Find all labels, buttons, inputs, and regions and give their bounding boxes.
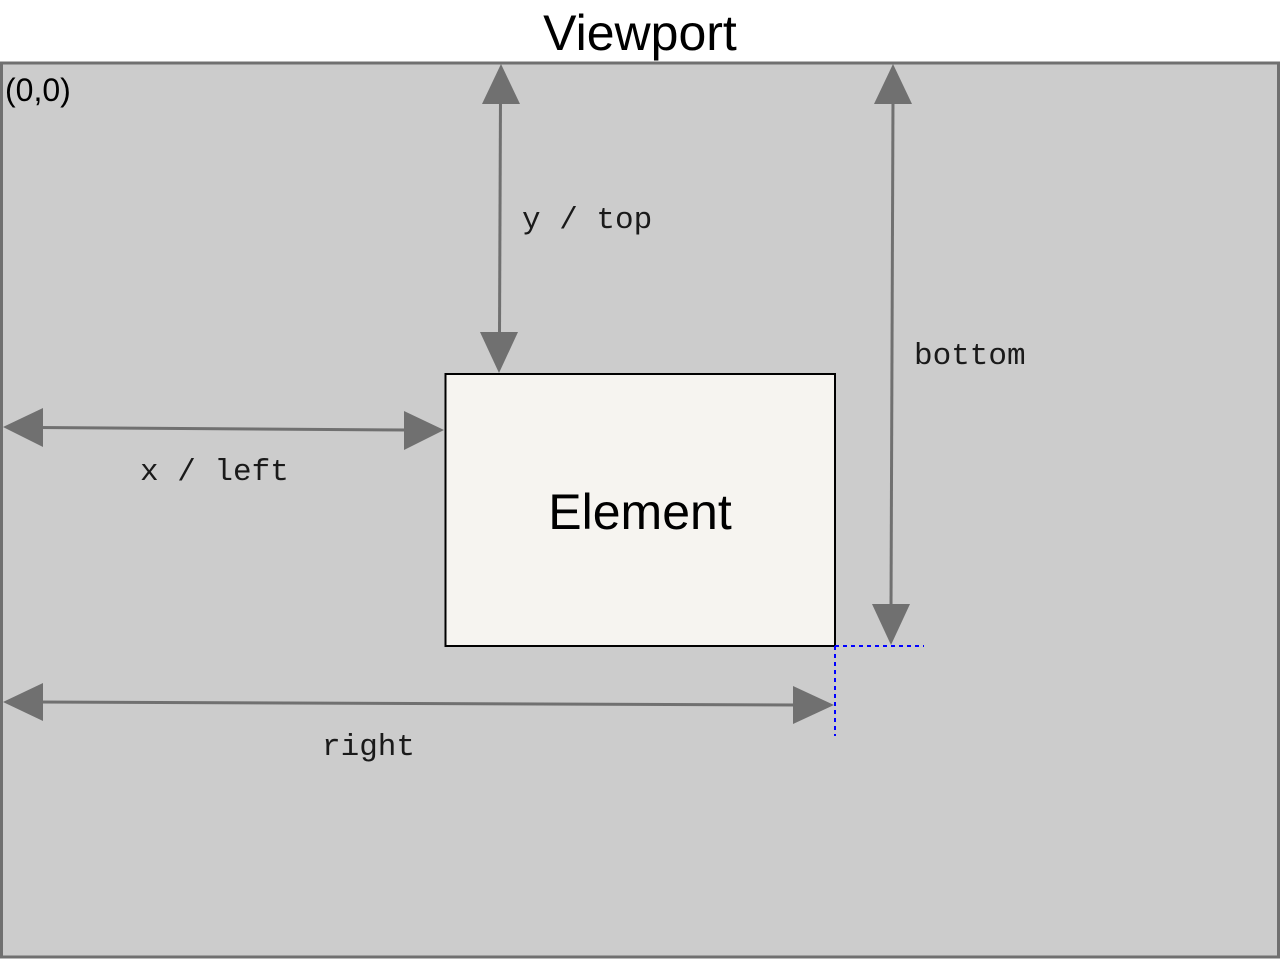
- right-dimension-label: right: [322, 730, 415, 765]
- diagram-title: Viewport: [543, 5, 737, 61]
- arrowhead-right-icon: [404, 411, 444, 450]
- element-box: [444, 373, 836, 647]
- left-dimension-arrow: [3, 408, 444, 450]
- element-label: Element: [548, 484, 732, 540]
- bottom-dimension-label: bottom: [914, 339, 1026, 374]
- arrowhead-down-icon: [872, 604, 910, 645]
- arrowhead-left-icon: [3, 683, 43, 721]
- top-dimension-arrow: [480, 64, 520, 373]
- left-dimension-label: x / left: [140, 455, 289, 490]
- arrowhead-up-icon: [482, 64, 520, 104]
- origin-label: (0,0): [5, 72, 71, 108]
- bottom-dimension-arrow: [872, 64, 912, 645]
- arrowhead-down-icon: [480, 332, 518, 373]
- arrowhead-right-icon: [793, 686, 834, 724]
- arrowhead-up-icon: [874, 64, 912, 104]
- arrowhead-left-icon: [3, 408, 43, 447]
- right-dimension-arrow: [3, 683, 834, 724]
- top-dimension-label: y / top: [522, 203, 652, 238]
